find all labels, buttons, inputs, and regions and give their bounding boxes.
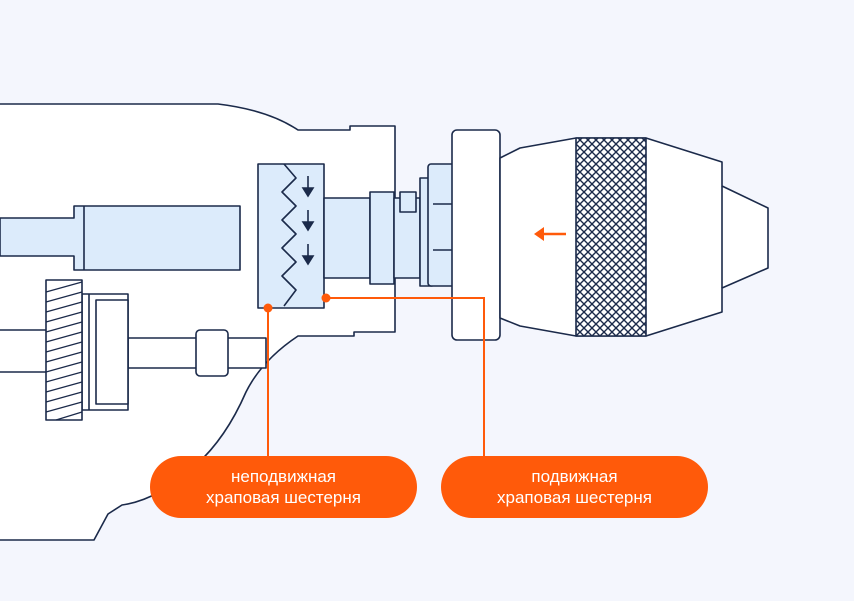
- chuck-knurled-sleeve: [575, 137, 647, 337]
- fixed-label-line1: неподвижная: [231, 467, 336, 486]
- fixed-ratchet-block: [257, 163, 325, 309]
- moving-label-line2: храповая шестерня: [497, 488, 652, 507]
- leader-lines: [267, 297, 485, 460]
- lower-shaft-collar: [195, 329, 229, 377]
- moving-ratchet-flange: [451, 129, 501, 341]
- bearing-block-2: [95, 299, 129, 405]
- fixed-label-line2: храповая шестерня: [206, 488, 361, 507]
- lower-shaft: [0, 329, 53, 373]
- arrow-left-icon: [534, 227, 566, 241]
- spindle-shaft: [0, 205, 241, 271]
- fixed-ratchet-gear-label: неподвижная храповая шестерня: [150, 456, 417, 518]
- moving-label-line1: подвижная: [531, 467, 618, 486]
- ratchet-teeth: [281, 163, 297, 307]
- leader-dot-moving: [321, 293, 331, 303]
- arrow-down-icon: [301, 176, 315, 266]
- moving-ratchet-gear-label: подвижная храповая шестерня: [441, 456, 708, 518]
- leader-dot-fixed: [263, 303, 273, 313]
